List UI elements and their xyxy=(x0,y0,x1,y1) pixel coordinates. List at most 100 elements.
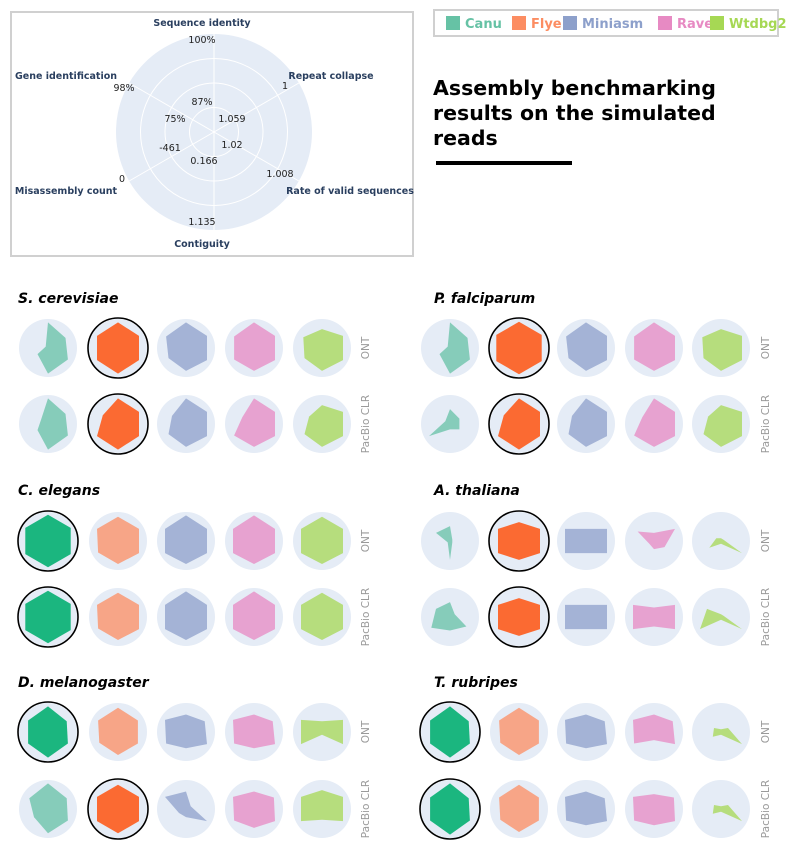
radar-polygon-flye xyxy=(498,398,540,450)
legend-label: Miniasm xyxy=(582,17,643,32)
key-grid-spoke xyxy=(128,131,215,182)
radar-polygon-miniasm xyxy=(566,322,607,371)
best-assembler-outline xyxy=(419,778,481,840)
radar-polygon-canu xyxy=(429,409,460,437)
radar-polygon-flye xyxy=(498,598,540,636)
radar-polygon-canu xyxy=(430,783,470,835)
best-assembler-outline xyxy=(17,586,79,648)
title-underline xyxy=(436,161,572,165)
radar-polygon-flye xyxy=(97,516,139,564)
tech-row-label: ONT xyxy=(360,529,372,552)
organism-title: S. cerevisiae xyxy=(18,291,119,307)
radar-polygon-raven xyxy=(637,528,675,550)
radar-polygon-miniasm xyxy=(165,714,207,749)
radar-polygon-miniasm xyxy=(565,714,607,749)
tech-row-label: PacBio CLR xyxy=(760,780,772,838)
radar-polygon-miniasm xyxy=(165,591,207,640)
radar-polygon-miniasm xyxy=(568,398,607,447)
radar-polygon-wtdbg2 xyxy=(709,538,742,554)
tech-row-label: ONT xyxy=(760,336,772,359)
best-assembler-outline xyxy=(488,317,550,379)
radar-polygon-raven xyxy=(634,322,675,371)
radar-polygon-raven xyxy=(634,398,675,447)
tech-row-label: ONT xyxy=(360,336,372,359)
best-assembler-outline xyxy=(17,701,79,763)
radar-polygon-raven xyxy=(233,591,275,640)
radar-polygon-miniasm xyxy=(168,398,207,447)
tech-row-label: PacBio CLR xyxy=(760,395,772,453)
best-assembler-outline xyxy=(87,317,149,379)
key-grid-spoke xyxy=(128,82,215,133)
organism-title: P. falciparum xyxy=(434,291,536,307)
radar-polygon-raven xyxy=(633,714,675,745)
radar-polygon-flye xyxy=(97,398,139,450)
figure-title: Assembly benchmarking results on the sim… xyxy=(433,76,716,150)
organism-title: C. elegans xyxy=(18,483,101,499)
radar-polygon-wtdbg2 xyxy=(712,805,742,822)
radar-polygon-flye xyxy=(496,321,542,375)
tech-row-label: PacBio CLR xyxy=(760,588,772,646)
radar-polygon-wtdbg2 xyxy=(703,405,742,447)
key-axis-label: Misassembly count xyxy=(15,186,118,197)
radar-key-box xyxy=(10,11,414,257)
legend-swatch xyxy=(658,16,672,30)
tech-row-label: PacBio CLR xyxy=(360,780,372,838)
radar-polygon-wtdbg2 xyxy=(301,719,343,745)
legend-swatch xyxy=(710,16,724,30)
radar-polygon-wtdbg2 xyxy=(303,329,343,371)
radar-polygon-flye xyxy=(98,707,138,755)
radar-polygon-flye xyxy=(498,522,540,560)
organism-title: D. melanogaster xyxy=(18,675,149,691)
best-assembler-outline xyxy=(17,510,79,572)
best-assembler-outline xyxy=(488,393,550,455)
legend-swatch xyxy=(512,16,526,30)
key-grid-spoke xyxy=(213,131,300,182)
radar-polygon-raven xyxy=(633,794,675,826)
radar-polygon-wtdbg2 xyxy=(702,329,742,371)
key-grid-spoke xyxy=(213,82,300,133)
radar-polygon-canu xyxy=(25,590,71,644)
radar-polygon-canu xyxy=(436,526,453,560)
radar-polygon-flye xyxy=(97,592,139,640)
radar-polygon-canu xyxy=(439,322,470,374)
radar-polygon-canu xyxy=(430,706,470,758)
radar-polygon-canu xyxy=(25,514,71,568)
tech-row-label: ONT xyxy=(760,529,772,552)
radar-polygon-miniasm xyxy=(565,791,607,826)
radar-polygon-raven xyxy=(233,515,275,564)
radar-polygon-flye xyxy=(97,322,139,374)
radar-polygon-raven xyxy=(233,791,275,828)
radar-polygon-raven xyxy=(233,714,275,749)
tech-row-label: PacBio CLR xyxy=(360,588,372,646)
radar-polygon-miniasm xyxy=(165,791,207,822)
key-axis-label: Gene identification xyxy=(15,71,117,82)
legend-swatch xyxy=(446,16,460,30)
key-inner-value: 1.02 xyxy=(221,140,242,151)
tech-row-label: PacBio CLR xyxy=(360,395,372,453)
radar-polygon-canu xyxy=(431,602,467,631)
radar-polygon-wtdbg2 xyxy=(301,790,343,822)
best-assembler-outline xyxy=(87,393,149,455)
key-outer-value: 0 xyxy=(119,174,125,185)
key-axis-label: Repeat collapse xyxy=(288,71,373,82)
key-axis-label: Contiguity xyxy=(174,239,230,250)
radar-polygon-raven xyxy=(234,322,275,371)
best-assembler-outline xyxy=(488,586,550,648)
best-assembler-outline xyxy=(87,778,149,840)
radar-polygon-miniasm xyxy=(166,322,207,371)
tech-row-label: ONT xyxy=(360,720,372,743)
radar-polygon-flye xyxy=(499,707,539,755)
organism-title: T. rubripes xyxy=(434,675,518,691)
legend-label: Flye xyxy=(531,17,562,32)
key-inner-value: -461 xyxy=(159,143,181,154)
key-inner-value: 1.059 xyxy=(218,114,245,125)
key-outer-value: 98% xyxy=(113,83,134,94)
radar-polygon-miniasm xyxy=(565,604,607,630)
radar-polygon-raven xyxy=(633,604,675,630)
radar-polygon-wtdbg2 xyxy=(301,592,343,640)
key-outer-value: 1.135 xyxy=(188,217,215,228)
radar-polygon-flye xyxy=(499,784,539,832)
best-assembler-outline xyxy=(488,510,550,572)
radar-polygon-flye xyxy=(97,784,139,834)
